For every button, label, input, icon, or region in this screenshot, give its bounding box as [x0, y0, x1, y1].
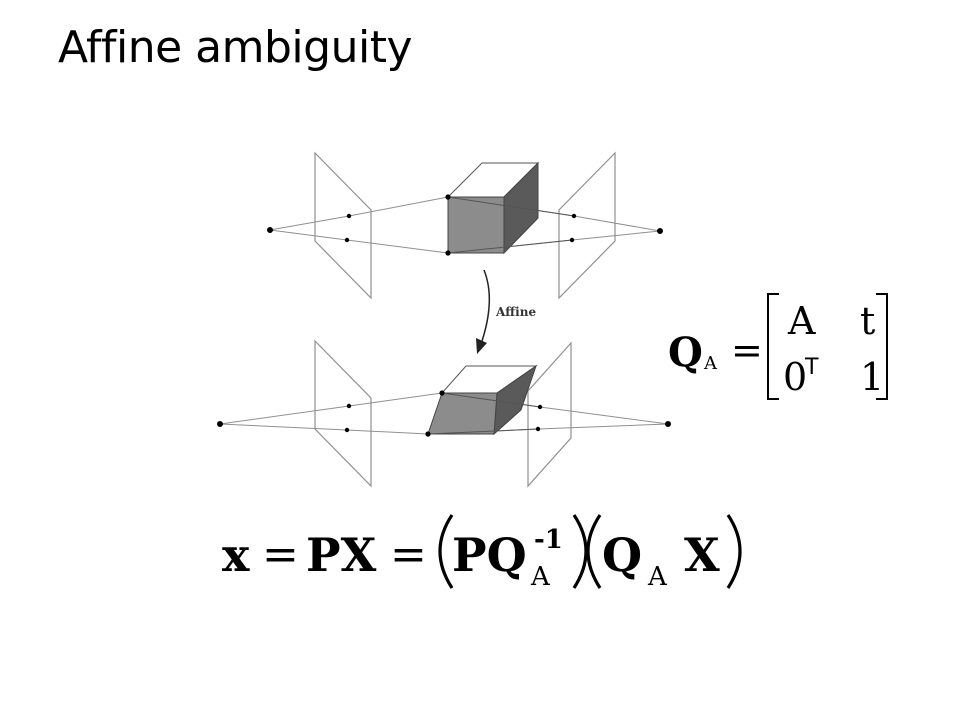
bottom-right-image-plane: [527, 341, 572, 488]
eq-equals-1: =: [262, 529, 299, 580]
matrix-entry-t: t: [860, 299, 875, 343]
eq-inverse-superscript: -1: [534, 525, 563, 555]
eq-x: x: [222, 528, 250, 582]
eq-equals-2: =: [390, 529, 427, 580]
projection-equation: x = PX = PQ -1 A Q A X: [222, 514, 742, 592]
top-left-image-plane: [314, 151, 372, 300]
top-right-image-plane: [558, 151, 616, 300]
bottom-left-image-plane: [314, 339, 372, 488]
affine-label: Affine: [495, 305, 536, 319]
eq-paren-close-2: [726, 514, 742, 589]
bottom-left-camera-center: [217, 421, 223, 427]
matrix-entry-one: 1: [860, 355, 884, 399]
matrix-lhs-symbol: Q: [668, 329, 703, 376]
eq-paren-close-1: [572, 514, 588, 589]
top-cube-front-face: [447, 196, 505, 254]
eq-paren-open-2: [586, 514, 602, 589]
top-points: [267, 194, 663, 256]
matrix-right-bracket: [876, 293, 888, 400]
bottom-parallelepiped: [427, 364, 541, 436]
slide-title: Affine ambiguity: [58, 22, 413, 73]
top-right-camera-center: [657, 228, 663, 234]
matrix-entry-transpose: T: [804, 355, 819, 380]
top-left-camera-center: [267, 227, 273, 233]
eq-subscript-A-2: A: [647, 562, 668, 592]
bottom-points: [217, 390, 671, 437]
eq-PQ: PQ: [452, 528, 527, 582]
eq-X: X: [684, 528, 720, 582]
matrix-equals: =: [731, 328, 763, 372]
bottom-right-camera-center: [665, 421, 671, 427]
matrix-equation: Q A = A t 0 T 1: [668, 293, 888, 400]
eq-Q: Q: [602, 528, 642, 582]
bottom-shape-front-face: [427, 392, 498, 435]
top-scene: [267, 151, 663, 300]
top-cube: [446, 161, 575, 255]
matrix-entry-A: A: [787, 299, 816, 343]
eq-paren-open-1: [438, 514, 454, 589]
matrix-left-bracket: [767, 293, 779, 400]
matrix-entry-zero: 0: [783, 355, 807, 399]
eq-subscript-A-1: A: [530, 562, 551, 592]
bottom-scene: [217, 339, 671, 488]
eq-PX: PX: [306, 528, 377, 582]
matrix-lhs-subscript: A: [703, 353, 718, 374]
affine-transform-arrow: [476, 269, 491, 354]
